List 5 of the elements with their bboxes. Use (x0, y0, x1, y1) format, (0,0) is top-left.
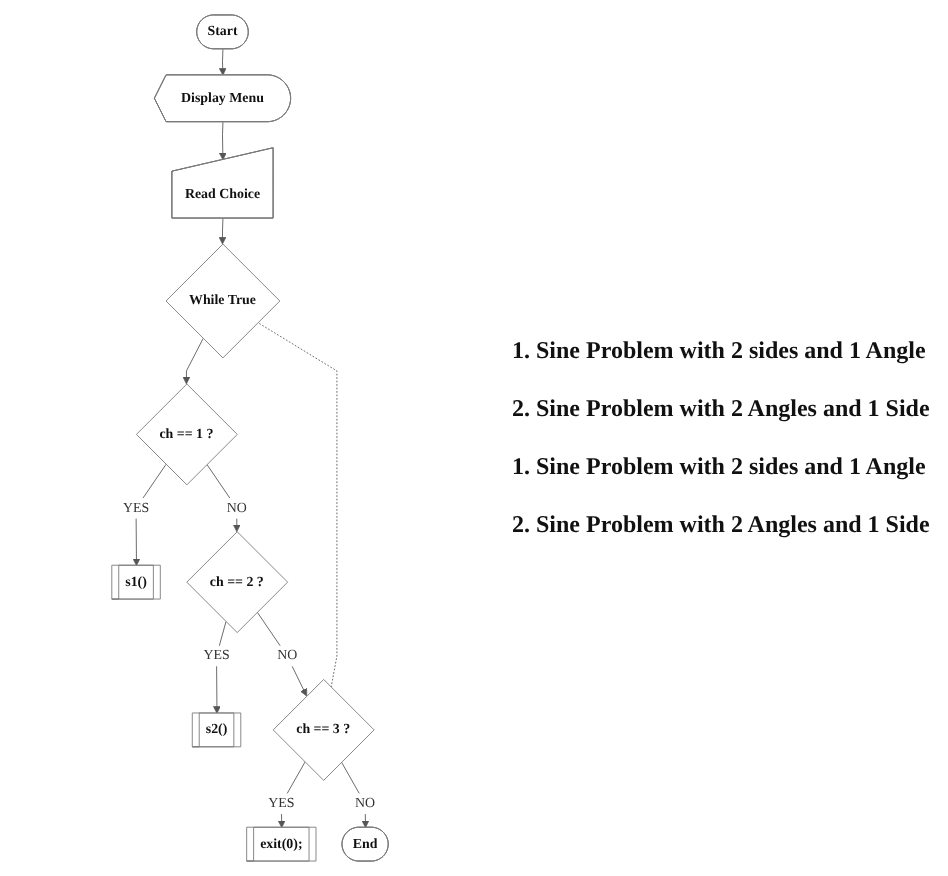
menu-option-note: 1. Sine Problem with 2 sides and 1 Angle (512, 452, 928, 482)
menu-option-note: 1. Sine Problem with 2 sides and 1 Angle (512, 336, 928, 366)
connector (257, 322, 338, 688)
menu-option-note: 2. Sine Problem with 2 Angles and 1 Side (512, 394, 932, 424)
menu-option-note: 2. Sine Problem with 2 Angles and 1 Side (512, 510, 932, 540)
